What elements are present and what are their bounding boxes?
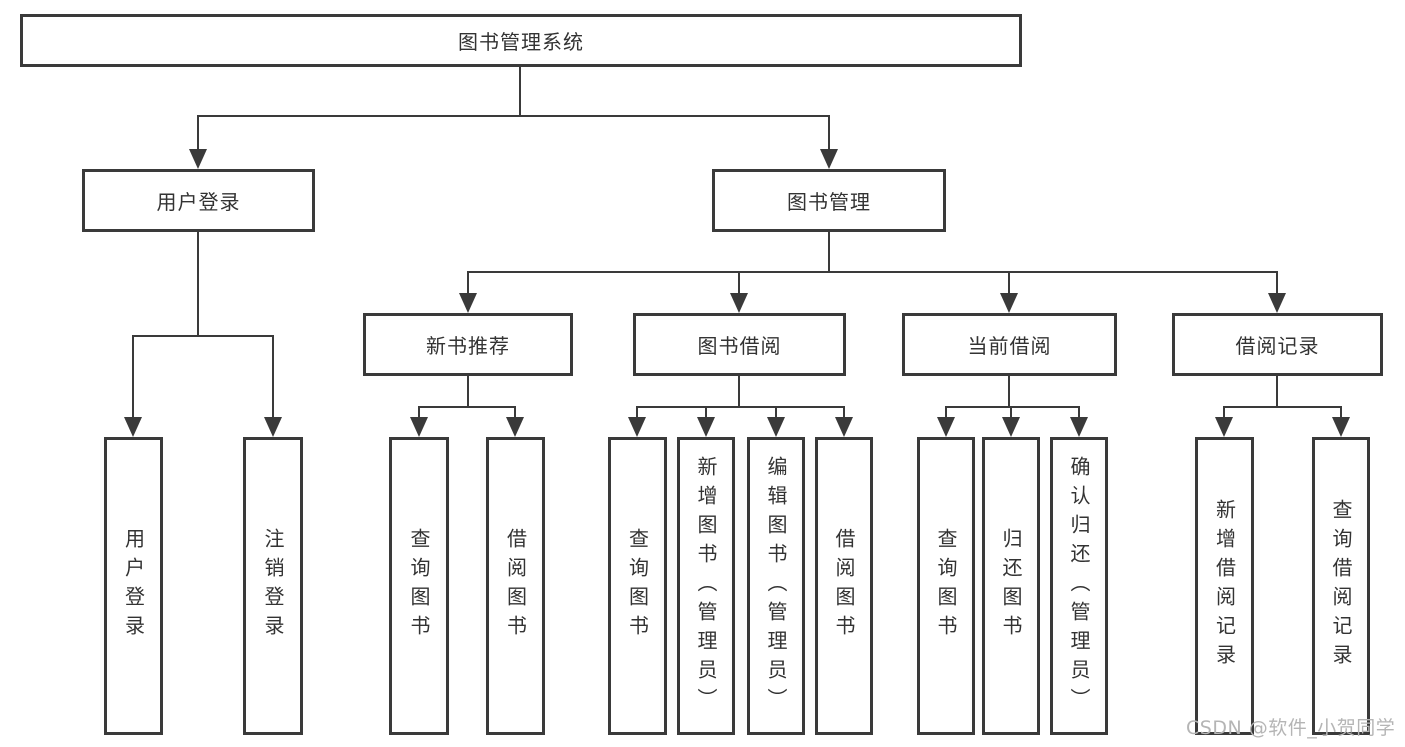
- connector-drop: [828, 115, 830, 151]
- leaf-add-books-admin: 新增图书（管理员）: [677, 437, 735, 735]
- leaf-confirm-return-admin-label: 确认归还（管理员）: [1067, 455, 1091, 717]
- node-book-management-label: 图书管理: [787, 190, 871, 214]
- leaf-return-books-label: 归还图书: [999, 528, 1023, 644]
- arrowhead-down-icon: [1002, 417, 1020, 437]
- connector-stub: [1276, 376, 1278, 406]
- leaf-edit-books-admin-label: 编辑图书（管理员）: [764, 455, 788, 717]
- leaf-query-books-recommend: 查询图书: [389, 437, 449, 735]
- connector-drop: [705, 406, 707, 419]
- arrowhead-down-icon: [1070, 417, 1088, 437]
- node-user-login: 用户登录: [82, 169, 315, 232]
- leaf-query-books-current-label: 查询图书: [934, 528, 958, 644]
- connector-stub: [1008, 376, 1010, 406]
- node-library-system-label: 图书管理系统: [458, 30, 584, 54]
- connector-stub: [197, 232, 199, 335]
- arrowhead-down-icon: [1332, 417, 1350, 437]
- leaf-query-borrow-record-label: 查询借阅记录: [1329, 499, 1353, 673]
- arrowhead-down-icon: [697, 417, 715, 437]
- connector-stub: [519, 67, 521, 115]
- arrowhead-down-icon: [820, 149, 838, 169]
- arrowhead-down-icon: [264, 417, 282, 437]
- arrowhead-down-icon: [124, 417, 142, 437]
- connector-drop: [945, 406, 947, 419]
- leaf-add-borrow-record: 新增借阅记录: [1195, 437, 1254, 735]
- connector-drop: [467, 271, 469, 295]
- arrowhead-down-icon: [1215, 417, 1233, 437]
- leaf-query-books-recommend-label: 查询图书: [407, 528, 431, 644]
- connector-drop: [636, 406, 638, 419]
- connector-rail: [1223, 406, 1342, 408]
- leaf-query-books-current: 查询图书: [917, 437, 975, 735]
- node-book-borrowing-label: 图书借阅: [697, 334, 782, 358]
- connector-rail: [197, 115, 830, 117]
- node-current-borrowing: 当前借阅: [902, 313, 1117, 376]
- leaf-user-login-label: 用户登录: [121, 528, 146, 644]
- leaf-logout: 注销登录: [243, 437, 303, 735]
- leaf-edit-books-admin: 编辑图书（管理员）: [747, 437, 805, 735]
- leaf-add-books-admin-label: 新增图书（管理员）: [694, 455, 718, 717]
- node-current-borrowing-label: 当前借阅: [967, 334, 1052, 358]
- connector-drop: [1008, 271, 1010, 295]
- connector-stub: [828, 232, 830, 271]
- connector-drop: [418, 406, 420, 419]
- node-borrowing-records: 借阅记录: [1172, 313, 1383, 376]
- connector-drop: [775, 406, 777, 419]
- connector-drop: [1010, 406, 1012, 419]
- connector-drop: [1340, 406, 1342, 419]
- connector-rail: [418, 406, 516, 408]
- connector-drop: [1223, 406, 1225, 419]
- leaf-confirm-return-admin: 确认归还（管理员）: [1050, 437, 1108, 735]
- arrowhead-down-icon: [506, 417, 524, 437]
- leaf-user-login: 用户登录: [104, 437, 163, 735]
- arrowhead-down-icon: [1000, 293, 1018, 313]
- arrowhead-down-icon: [767, 417, 785, 437]
- connector-drop: [197, 115, 199, 151]
- arrowhead-down-icon: [1268, 293, 1286, 313]
- csdn-watermark: CSDN @软件_小贺同学: [1186, 717, 1396, 739]
- connector-drop: [1078, 406, 1080, 419]
- node-book-management: 图书管理: [712, 169, 946, 232]
- connector-rail: [467, 271, 1278, 273]
- connector-drop: [272, 335, 274, 419]
- leaf-borrow-books: 借阅图书: [815, 437, 873, 735]
- arrowhead-down-icon: [835, 417, 853, 437]
- leaf-borrow-books-recommend-label: 借阅图书: [503, 528, 528, 644]
- leaf-logout-label: 注销登录: [261, 528, 285, 644]
- node-new-book-recommend-label: 新书推荐: [426, 334, 510, 358]
- connector-rail: [945, 406, 1080, 408]
- connector-stub: [738, 376, 740, 406]
- leaf-add-borrow-record-label: 新增借阅记录: [1212, 499, 1237, 673]
- connector-drop: [514, 406, 516, 419]
- connector-drop: [132, 335, 134, 419]
- node-user-login-label: 用户登录: [156, 190, 241, 214]
- arrowhead-down-icon: [459, 293, 477, 313]
- arrowhead-down-icon: [410, 417, 428, 437]
- node-book-borrowing: 图书借阅: [633, 313, 846, 376]
- connector-drop: [1276, 271, 1278, 295]
- arrowhead-down-icon: [189, 149, 207, 169]
- leaf-query-books-borrowing-label: 查询图书: [625, 528, 650, 644]
- connector-drop: [738, 271, 740, 295]
- node-borrowing-records-label: 借阅记录: [1235, 334, 1320, 358]
- arrowhead-down-icon: [730, 293, 748, 313]
- connector-rail: [636, 406, 845, 408]
- node-new-book-recommend: 新书推荐: [363, 313, 573, 376]
- connector-stub: [467, 376, 469, 406]
- connector-rail: [132, 335, 274, 337]
- leaf-return-books: 归还图书: [982, 437, 1040, 735]
- leaf-query-borrow-record: 查询借阅记录: [1312, 437, 1370, 735]
- arrowhead-down-icon: [937, 417, 955, 437]
- leaf-borrow-books-label: 借阅图书: [832, 528, 856, 644]
- node-library-system: 图书管理系统: [20, 14, 1022, 67]
- leaf-borrow-books-recommend: 借阅图书: [486, 437, 545, 735]
- leaf-query-books-borrowing: 查询图书: [608, 437, 667, 735]
- connector-drop: [843, 406, 845, 419]
- arrowhead-down-icon: [628, 417, 646, 437]
